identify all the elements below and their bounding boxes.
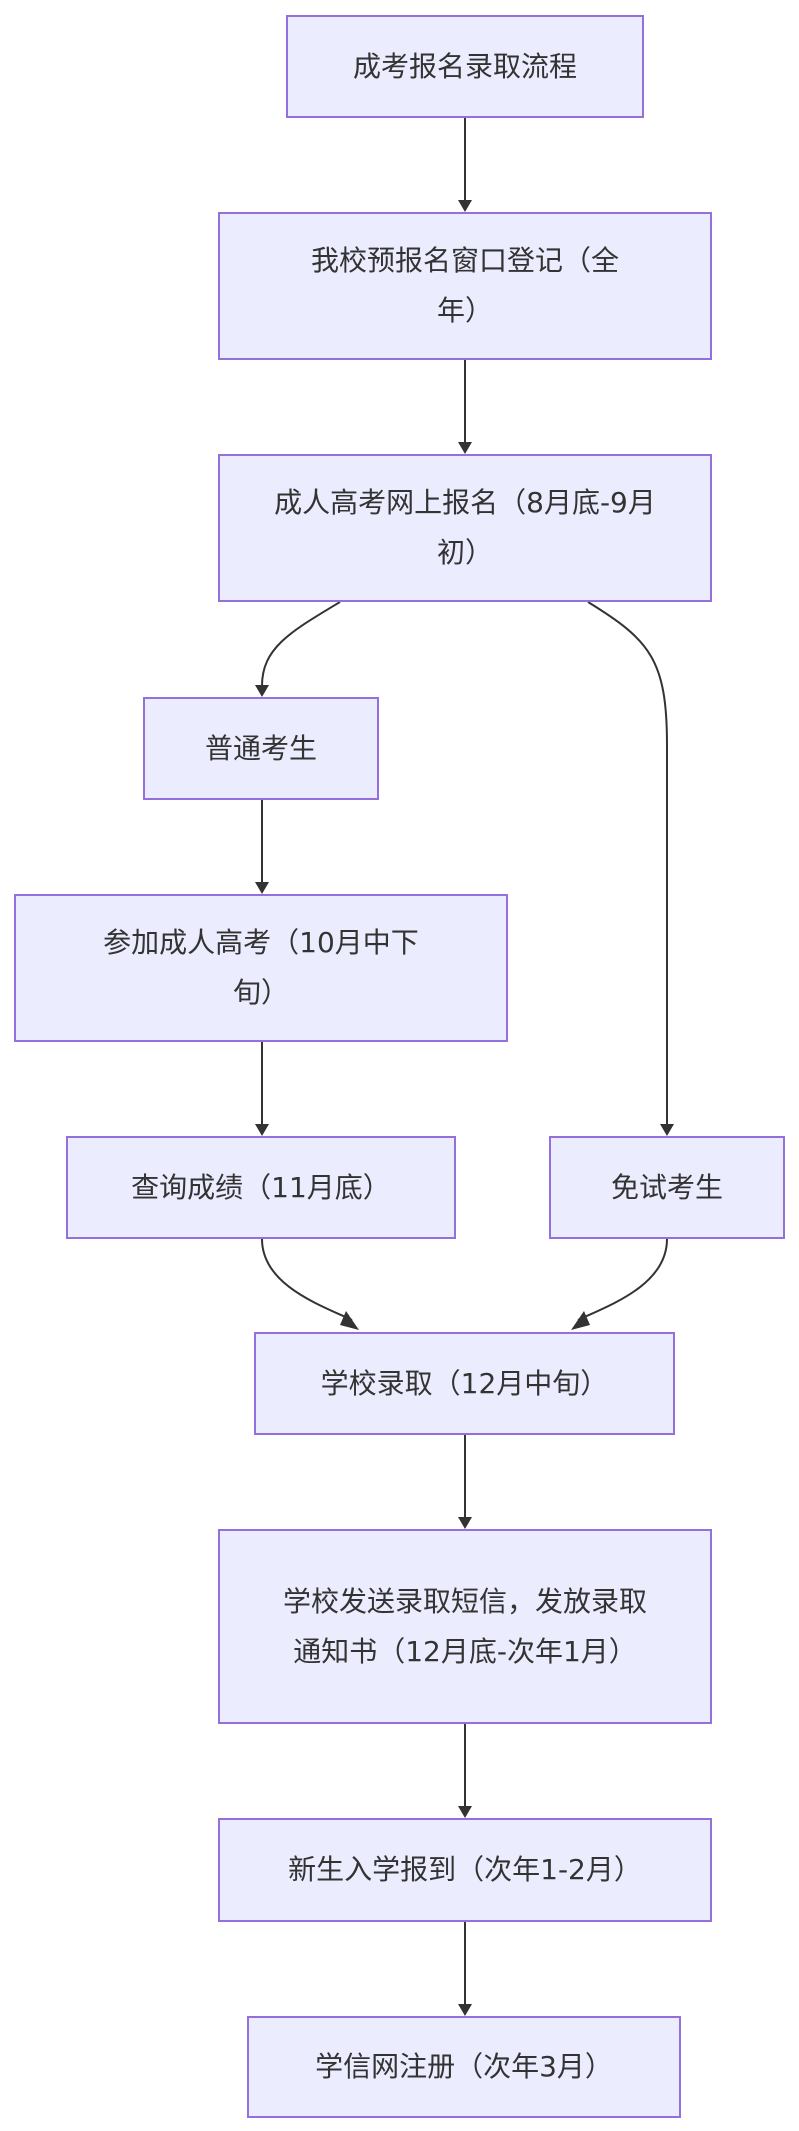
arrowhead bbox=[340, 1311, 359, 1330]
node-notice-label: 学校发送录取短信，发放录取通知书（12月底-次年1月） bbox=[282, 1584, 647, 1668]
arrowhead bbox=[660, 1124, 674, 1136]
node-notice: 学校发送录取短信，发放录取通知书（12月底-次年1月） bbox=[218, 1529, 712, 1724]
node-enroll: 新生入学报到（次年1-2月） bbox=[218, 1818, 712, 1922]
node-score: 查询成绩（11月底） bbox=[66, 1136, 456, 1239]
arrowhead bbox=[458, 442, 472, 454]
arrowhead bbox=[255, 685, 269, 697]
arrowhead bbox=[571, 1311, 590, 1330]
node-admission-label: 学校录取（12月中旬） bbox=[320, 1366, 609, 1400]
node-regular: 普通考生 bbox=[143, 697, 379, 800]
node-exempt-label: 免试考生 bbox=[610, 1170, 723, 1204]
arrowhead bbox=[255, 882, 269, 894]
node-pre-register: 我校预报名窗口登记（全年） bbox=[218, 212, 712, 360]
arrowhead bbox=[458, 200, 472, 212]
node-admission: 学校录取（12月中旬） bbox=[254, 1332, 675, 1435]
node-start-label: 成考报名录取流程 bbox=[352, 49, 577, 83]
node-score-label: 查询成绩（11月底） bbox=[131, 1170, 391, 1204]
node-regular-label: 普通考生 bbox=[204, 731, 317, 765]
node-enroll-label: 新生入学报到（次年1-2月） bbox=[288, 1853, 642, 1886]
node-exam-label: 参加成人高考（10月中下旬） bbox=[103, 926, 419, 1009]
edge-online-to-exempt bbox=[587, 601, 668, 1124]
node-pre-register-label: 我校预报名窗口登记（全年） bbox=[310, 244, 619, 327]
arrowhead bbox=[458, 2004, 472, 2016]
node-online-register: 成人高考网上报名（8月底-9月初） bbox=[218, 454, 712, 602]
node-xuexin-label: 学信网注册（次年3月） bbox=[315, 2050, 613, 2083]
arrowhead bbox=[458, 1806, 472, 1818]
node-exam: 参加成人高考（10月中下旬） bbox=[14, 894, 508, 1042]
node-xuexin: 学信网注册（次年3月） bbox=[247, 2016, 681, 2118]
edge-exempt-to-admission bbox=[577, 1238, 668, 1321]
node-start: 成考报名录取流程 bbox=[286, 15, 644, 118]
arrowhead bbox=[458, 1517, 472, 1529]
edge-score-to-admission bbox=[261, 1238, 353, 1321]
arrowhead bbox=[255, 1124, 269, 1136]
node-exempt: 免试考生 bbox=[549, 1136, 785, 1239]
node-online-register-label: 成人高考网上报名（8月底-9月初） bbox=[274, 486, 656, 569]
edge-online-to-regular bbox=[261, 601, 341, 687]
